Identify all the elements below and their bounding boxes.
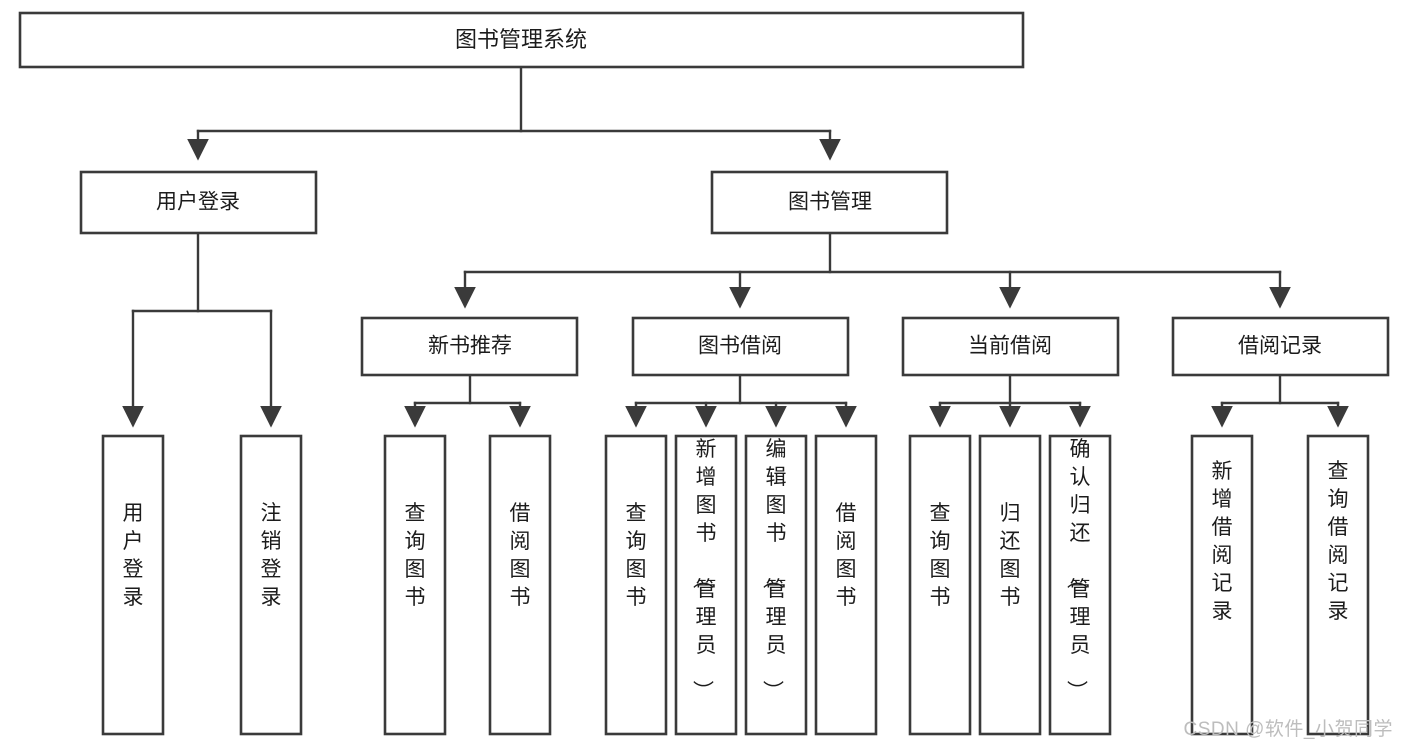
- node-current-borrow[interactable]: 当前借阅: [901, 316, 1120, 377]
- leaf-query-book-2-box[interactable]: [604, 434, 668, 736]
- leaf-query-book-1-box[interactable]: [383, 434, 447, 736]
- leaf-query-book-1-label: 查询图书: [405, 502, 426, 609]
- leaf-query-book-3-label: 查询图书: [930, 502, 951, 609]
- leaf-edit-book-label: 编辑图书（管理员）: [761, 438, 787, 701]
- node-new-book-recommend-label: 新书推荐: [428, 335, 512, 358]
- leaf-user-login-box[interactable]: [101, 434, 165, 736]
- leaf-user-logout-box[interactable]: [239, 434, 303, 736]
- node-user-login-label: 用户登录: [156, 191, 240, 214]
- node-root[interactable]: 图书管理系统: [18, 11, 1025, 69]
- node-borrow-record-label: 借阅记录: [1238, 335, 1322, 358]
- node-book-manage-label: 图书管理: [788, 191, 872, 214]
- node-user-login-box[interactable]: [79, 170, 318, 235]
- leaf-edit-book[interactable]: 编辑图书（管理员）: [744, 434, 808, 736]
- node-borrow-record-box[interactable]: [1171, 316, 1390, 377]
- node-root-label: 图书管理系统: [455, 27, 587, 52]
- node-new-book-recommend-box[interactable]: [360, 316, 579, 377]
- leaf-return-book-label: 归还图书: [1000, 502, 1021, 609]
- leaf-return-book-box[interactable]: [978, 434, 1042, 736]
- leaf-user-login-label: 用户登录: [123, 502, 144, 609]
- node-current-borrow-label: 当前借阅: [968, 335, 1052, 358]
- leaf-confirm-return[interactable]: 确认归还（管理员）: [1048, 434, 1112, 736]
- node-book-manage-box[interactable]: [710, 170, 949, 235]
- connector-layer: [122, 65, 1349, 428]
- leaf-add-record-box[interactable]: [1190, 434, 1254, 736]
- leaf-borrow-book-2-label: 借阅图书: [836, 502, 857, 609]
- node-borrow-record[interactable]: 借阅记录: [1171, 316, 1390, 377]
- node-book-borrow[interactable]: 图书借阅: [631, 316, 850, 377]
- leaf-query-record[interactable]: 查询借阅记录: [1306, 434, 1370, 736]
- leaf-query-book-2[interactable]: 查询图书: [604, 434, 668, 736]
- leaf-query-book-2-label: 查询图书: [626, 502, 647, 609]
- leaf-add-book-label: 新增图书（管理员）: [691, 438, 717, 701]
- leaf-return-book[interactable]: 归还图书: [978, 434, 1042, 736]
- leaf-user-login[interactable]: 用户登录: [101, 434, 165, 736]
- leaf-query-record-label: 查询借阅记录: [1328, 460, 1349, 623]
- leaf-add-record[interactable]: 新增借阅记录: [1190, 434, 1254, 736]
- leaf-user-logout-label: 注销登录: [261, 502, 282, 609]
- leaf-borrow-book-1[interactable]: 借阅图书: [488, 434, 552, 736]
- node-new-book-recommend[interactable]: 新书推荐: [360, 316, 579, 377]
- leaf-query-book-3-box[interactable]: [908, 434, 972, 736]
- node-book-borrow-label: 图书借阅: [698, 335, 782, 358]
- leaf-borrow-book-1-box[interactable]: [488, 434, 552, 736]
- leaf-borrow-book-2[interactable]: 借阅图书: [814, 434, 878, 736]
- node-root-box[interactable]: [18, 11, 1025, 69]
- leaf-add-book[interactable]: 新增图书（管理员）: [674, 434, 738, 736]
- node-book-manage[interactable]: 图书管理: [710, 170, 949, 235]
- leaf-borrow-book-1-label: 借阅图书: [510, 502, 531, 609]
- leaf-add-record-label: 新增借阅记录: [1212, 460, 1233, 623]
- leaf-user-logout[interactable]: 注销登录: [239, 434, 303, 736]
- leaf-query-book-3[interactable]: 查询图书: [908, 434, 972, 736]
- node-user-login[interactable]: 用户登录: [79, 170, 318, 235]
- node-book-borrow-box[interactable]: [631, 316, 850, 377]
- leaf-confirm-return-box[interactable]: [1048, 434, 1112, 736]
- leaf-query-book-1[interactable]: 查询图书: [383, 434, 447, 736]
- leaf-add-book-box[interactable]: [674, 434, 738, 736]
- leaf-query-record-box[interactable]: [1306, 434, 1370, 736]
- leaf-borrow-book-2-box[interactable]: [814, 434, 878, 736]
- leaf-edit-book-box[interactable]: [744, 434, 808, 736]
- node-current-borrow-box[interactable]: [901, 316, 1120, 377]
- leaf-confirm-return-label: 确认归还（管理员）: [1065, 438, 1091, 701]
